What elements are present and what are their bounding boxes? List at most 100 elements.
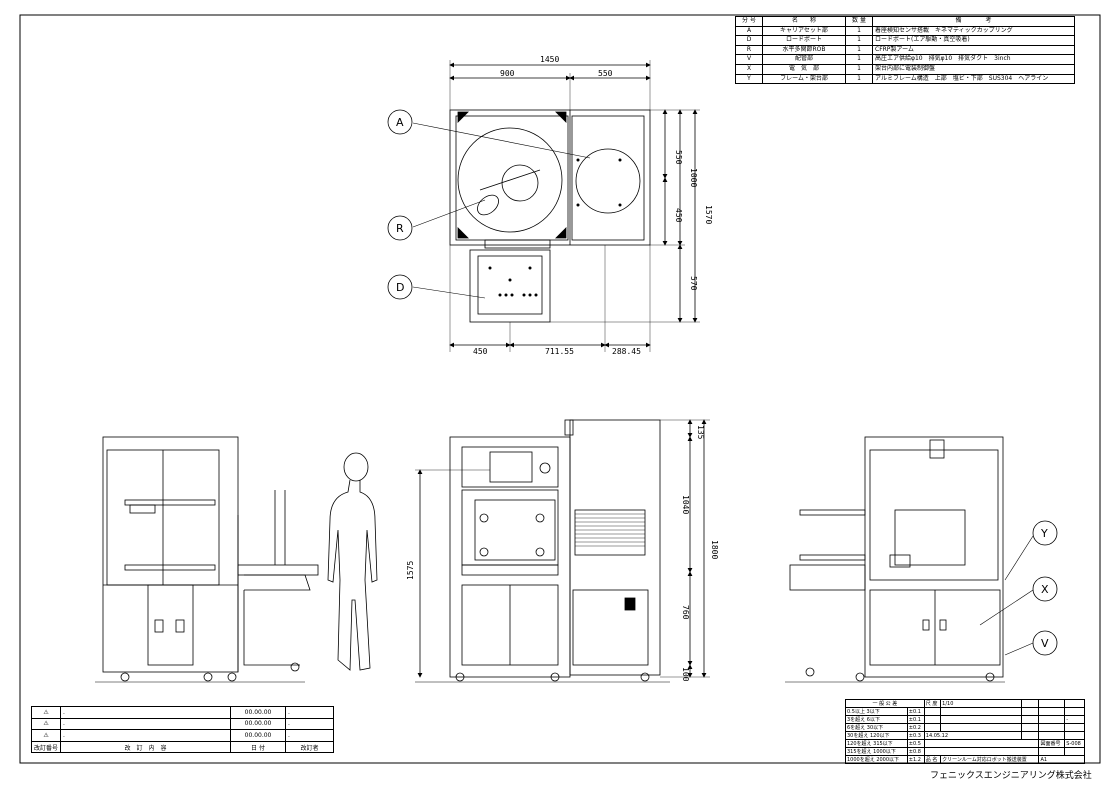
revision-content-label: 改 訂 内 容: [60, 740, 232, 754]
table-row: Y フレーム・架台部 1 アルミフレーム構造 上部 塩ビ・下部 SUS304 ヘ…: [735, 73, 1075, 85]
row-code: D: [735, 35, 763, 46]
top-view-labels: 1450 900 550 550 450 1000 1570 570 450 7…: [396, 55, 713, 356]
row-code: Y: [735, 73, 763, 85]
product-value: クリーンルーム対応ロボット搬送装置: [940, 755, 1040, 764]
revision-content: .: [60, 729, 232, 742]
revision-date-label: 日 付: [230, 740, 287, 754]
header-remarks: 備 考: [872, 16, 1075, 27]
tol-range: 1000を超え 2000以下: [845, 755, 908, 764]
dim-front-100: 100: [681, 667, 690, 682]
revision-stamp-label: 改訂者: [285, 740, 334, 754]
revision-date: 00.00.00: [230, 717, 287, 731]
tol-value: ±0.1: [906, 707, 925, 716]
row-code: A: [735, 25, 763, 37]
callout-x: X: [1041, 583, 1049, 596]
revision-table: ⚠ . 00.00.00 . ⚠ . 00.00.00 . ⚠ . 00.00.…: [30, 706, 334, 754]
left-side-view: [95, 436, 378, 683]
right-side-labels: Y X V: [1040, 527, 1049, 650]
callout-d: D: [396, 281, 404, 294]
row-name: フレーム・架台部: [762, 73, 846, 85]
table-row: X 電 気 部 1 架台内部に電装制御盤: [735, 63, 1075, 75]
company-name: フェニックスエンジニアリング株式会社: [930, 771, 1092, 781]
tol-value: ±1.2: [906, 755, 925, 764]
warning-icon: ⚠: [30, 706, 62, 719]
row-remarks: 着座検知センサ搭載 キネマティックカップリング: [872, 25, 1075, 37]
header-qty: 数 量: [845, 16, 873, 27]
size: A1: [1038, 755, 1085, 764]
row-code: R: [735, 44, 763, 56]
dim-front-1040: 1040: [681, 495, 690, 514]
title-block: 一 般 公 差 尺 度 1/10 0.5以上 3以下±0.1 3を超え 6以下±…: [845, 699, 1085, 764]
tol-range: 315を超え 1000以下: [845, 747, 908, 756]
callout-y: Y: [1040, 527, 1048, 540]
revision-content: .: [60, 717, 232, 731]
row-name: 水平多関節ROB: [762, 44, 846, 56]
dim-right-550: 550: [674, 150, 683, 165]
row-qty: 1: [845, 54, 873, 65]
row-qty: 1: [845, 44, 873, 56]
revision-date: 00.00.00: [230, 706, 287, 719]
table-row: ⚠ . 00.00.00 .: [30, 729, 334, 742]
table-row: R 水平多関節ROB 1 CFRP製アーム: [735, 44, 1075, 56]
row-qty: 1: [845, 25, 873, 37]
table-row: D ロードポート 1 ロードポート(エア駆動・真空吸着): [735, 35, 1075, 46]
right-side-view: [785, 436, 1058, 683]
row-name: ロードポート: [762, 35, 846, 46]
tol-range: 30を超え 120以下: [845, 731, 908, 740]
tol-value: ±0.5: [906, 739, 925, 748]
parts-table: 分 号 名 称 数 量 備 考 A キャリアセット部 1 着座検知センサ搭載 キ…: [735, 16, 1075, 85]
row-code: V: [735, 54, 763, 65]
dim-top-overall: 1450: [540, 55, 559, 64]
dim-front-135: 135: [696, 425, 705, 440]
revision-stamp: .: [285, 717, 334, 731]
scale-label: 尺 度: [923, 699, 942, 708]
row-qty: 1: [845, 35, 873, 46]
revision-content: .: [60, 706, 232, 719]
dim-right-1570: 1570: [704, 205, 713, 224]
dim-front-1575: 1575: [406, 561, 415, 580]
tol-value: ±0.8: [906, 747, 925, 756]
tol-value: ±0.2: [906, 723, 925, 732]
row-remarks: 架台内部に電装制御盤: [872, 63, 1075, 75]
tol-value: ±0.3: [906, 731, 925, 740]
callout-a: A: [396, 116, 404, 129]
warning-icon: ⚠: [30, 729, 62, 742]
revision-stamp: .: [285, 729, 334, 742]
tol-range: 6を超え 30以下: [845, 723, 908, 732]
top-view: [387, 60, 700, 352]
table-row: A キャリアセット部 1 着座検知センサ搭載 キネマティックカップリング: [735, 25, 1075, 37]
sheet-no-label: 図面番号: [1038, 739, 1066, 748]
date: 14.05.12: [923, 731, 1023, 740]
tol-value: ±0.1: [906, 715, 925, 724]
revision-date: 00.00.00: [230, 729, 287, 742]
dim-top-right: 550: [598, 69, 613, 78]
table-row: ⚠ . 00.00.00 .: [30, 717, 334, 731]
header-code: 分 号: [735, 16, 763, 27]
dash: -: [1064, 715, 1085, 724]
header-name: 名 称: [762, 16, 846, 27]
sheet-no: S-008: [1064, 739, 1085, 748]
table-row: V 配管部 1 高圧エア供給φ10 排気φ10 排気ダクト 3inch: [735, 54, 1075, 65]
table-row: ⚠ . 00.00.00 .: [30, 706, 334, 719]
dim-bottom-711: 711.55: [545, 347, 574, 356]
row-remarks: ロードポート(エア駆動・真空吸着): [872, 35, 1075, 46]
scale-value: 1/10: [940, 699, 1023, 708]
row-remarks: アルミフレーム構造 上部 塩ビ・下部 SUS304 ヘアライン: [872, 73, 1075, 85]
tol-range: 0.5以上 3以下: [845, 707, 908, 716]
row-name: 配管部: [762, 54, 846, 65]
row-code: X: [735, 63, 763, 75]
tolerance-header: 一 般 公 差: [845, 699, 925, 708]
dim-top-left: 900: [500, 69, 515, 78]
dim-bottom-288: 288.45: [612, 347, 641, 356]
row-remarks: 高圧エア供給φ10 排気φ10 排気ダクト 3inch: [872, 54, 1075, 65]
dim-front-760: 760: [681, 605, 690, 620]
row-remarks: CFRP製アーム: [872, 44, 1075, 56]
callout-v: V: [1041, 637, 1049, 650]
dim-right-570: 570: [689, 276, 698, 291]
parts-table-header: 分 号 名 称 数 量 備 考: [735, 16, 1075, 27]
dim-front-1800: 1800: [710, 540, 719, 559]
row-qty: 1: [845, 63, 873, 75]
tol-range: 120を超え 315以下: [845, 739, 908, 748]
revision-footer: 改訂番号 改 訂 内 容 日 付 改訂者: [30, 740, 334, 754]
